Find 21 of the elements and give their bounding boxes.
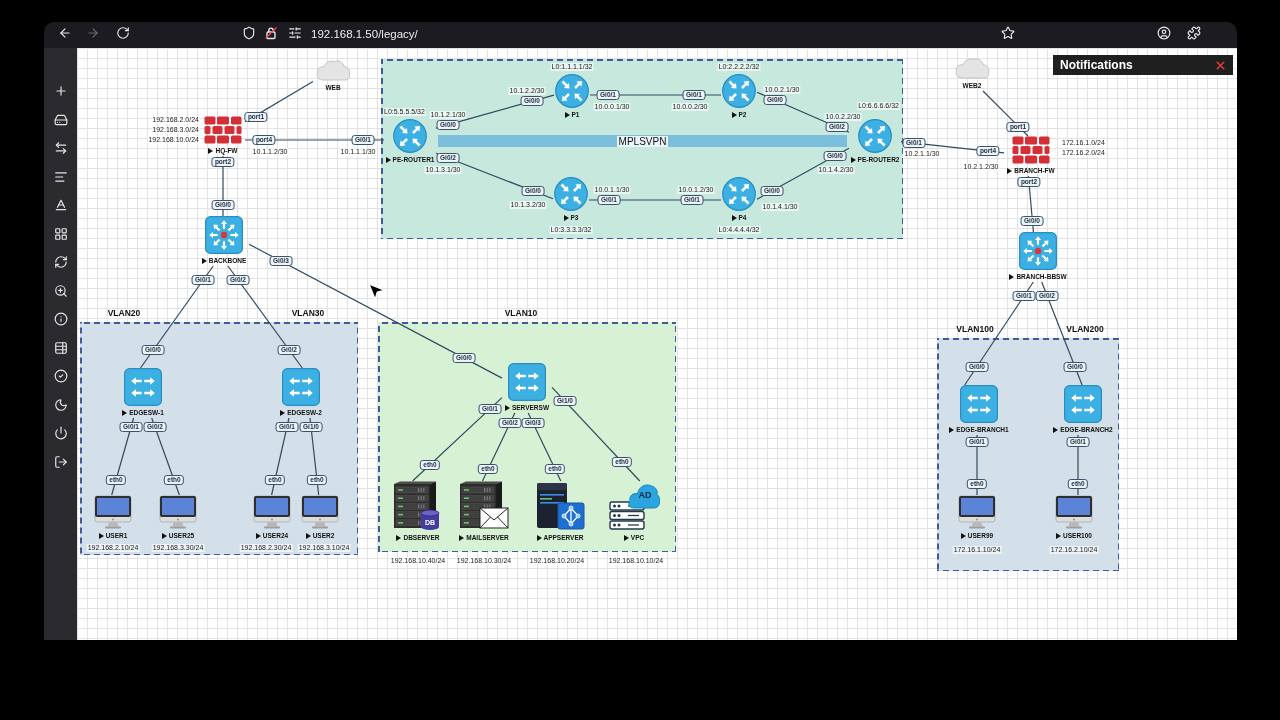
network-link — [151, 417, 180, 496]
network-link — [976, 434, 978, 496]
network-link — [1077, 434, 1079, 496]
band-label: MPLSVPN — [616, 135, 669, 147]
network-area — [381, 59, 903, 239]
network-link — [222, 155, 224, 217]
tunnel-band — [438, 135, 847, 147]
network-link — [1027, 175, 1034, 233]
network-link — [227, 265, 303, 369]
zone-label: VLAN200 — [1066, 324, 1104, 334]
network-link — [964, 281, 1034, 386]
zone-label: VLAN20 — [107, 308, 141, 318]
network-link — [248, 243, 503, 379]
zone-label: VLAN100 — [956, 324, 994, 334]
network-link — [139, 265, 214, 369]
icon-label: AD — [638, 490, 652, 500]
page-url: 192.168.1.50/legacy/ — [311, 27, 418, 41]
zone-label: VLAN30 — [291, 308, 325, 318]
zone-label: VLAN10 — [504, 308, 538, 318]
panel-title: Notifications — [1060, 58, 1133, 72]
network-link — [982, 90, 1029, 137]
